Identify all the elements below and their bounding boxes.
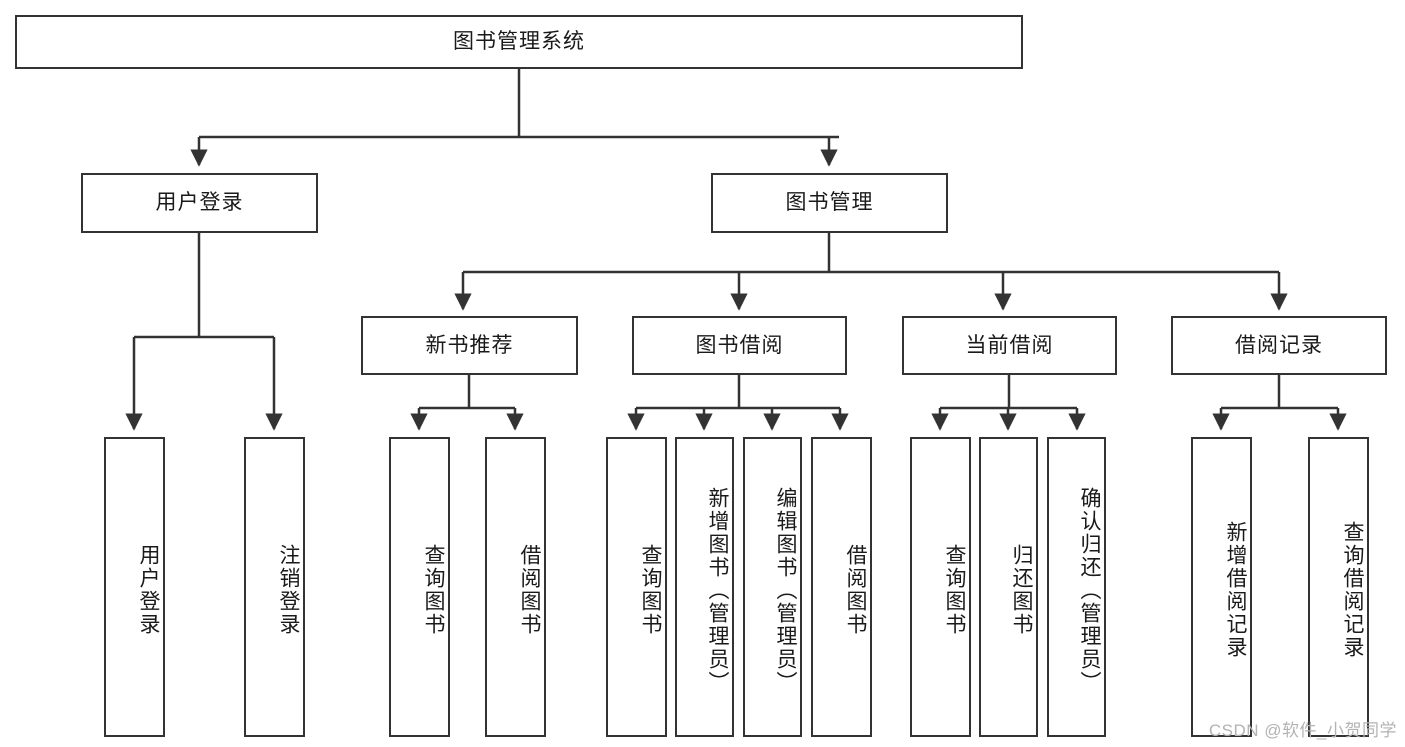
node-label: 图书管理 [785,191,874,215]
node-leaf-add-book[interactable]: 新增图书（管理员） [675,437,734,737]
node-leaf-logout-login[interactable]: 注销登录 [244,437,305,737]
node-book-borrow[interactable]: 图书借阅 [632,316,847,375]
node-leaf-edit-book[interactable]: 编辑图书（管理员） [743,437,802,737]
node-label: 新书推荐 [425,333,514,357]
node-label: 编辑图书（管理员） [774,486,797,694]
node-leaf-query-book-current[interactable]: 查询图书 [910,437,971,737]
node-label: 注销登录 [277,544,300,636]
node-label: 查询图书 [422,544,445,636]
node-label: 查询借阅记录 [1341,521,1364,659]
node-borrow-record[interactable]: 借阅记录 [1171,316,1387,375]
node-leaf-confirm-return[interactable]: 确认归还（管理员） [1047,437,1106,737]
node-leaf-query-borrow-record[interactable]: 查询借阅记录 [1308,437,1369,737]
node-leaf-add-borrow-record[interactable]: 新增借阅记录 [1191,437,1252,737]
node-current-borrow[interactable]: 当前借阅 [902,316,1117,375]
csdn-watermark: CSDN @软件_小贺同学 [1208,721,1397,740]
node-leaf-user-login[interactable]: 用户登录 [104,437,165,737]
node-leaf-return-book[interactable]: 归还图书 [979,437,1038,737]
node-new-book-recommend[interactable]: 新书推荐 [361,316,578,375]
node-leaf-query-book-recommend[interactable]: 查询图书 [389,437,450,737]
node-label: 图书管理系统 [453,30,585,54]
node-label: 确认归还（管理员） [1078,486,1101,694]
node-label: 借阅图书 [844,544,867,636]
node-leaf-borrow-book-recommend[interactable]: 借阅图书 [485,437,546,737]
node-label: 借阅记录 [1235,333,1323,357]
node-label: 归还图书 [1010,544,1033,636]
node-user-login[interactable]: 用户登录 [81,173,318,233]
node-leaf-borrow-book[interactable]: 借阅图书 [811,437,872,737]
node-label: 查询图书 [639,544,662,636]
node-label: 新增借阅记录 [1224,521,1247,659]
node-label: 用户登录 [137,544,160,636]
node-label: 图书借阅 [695,333,784,357]
node-label: 用户登录 [155,191,244,215]
node-label: 查询图书 [943,544,966,636]
node-book-management[interactable]: 图书管理 [711,173,948,233]
node-book-management-system[interactable]: 图书管理系统 [15,15,1023,69]
node-leaf-query-book-borrow[interactable]: 查询图书 [606,437,667,737]
node-label: 当前借阅 [965,333,1054,357]
node-label: 借阅图书 [518,544,541,636]
node-label: 新增图书（管理员） [706,486,729,694]
